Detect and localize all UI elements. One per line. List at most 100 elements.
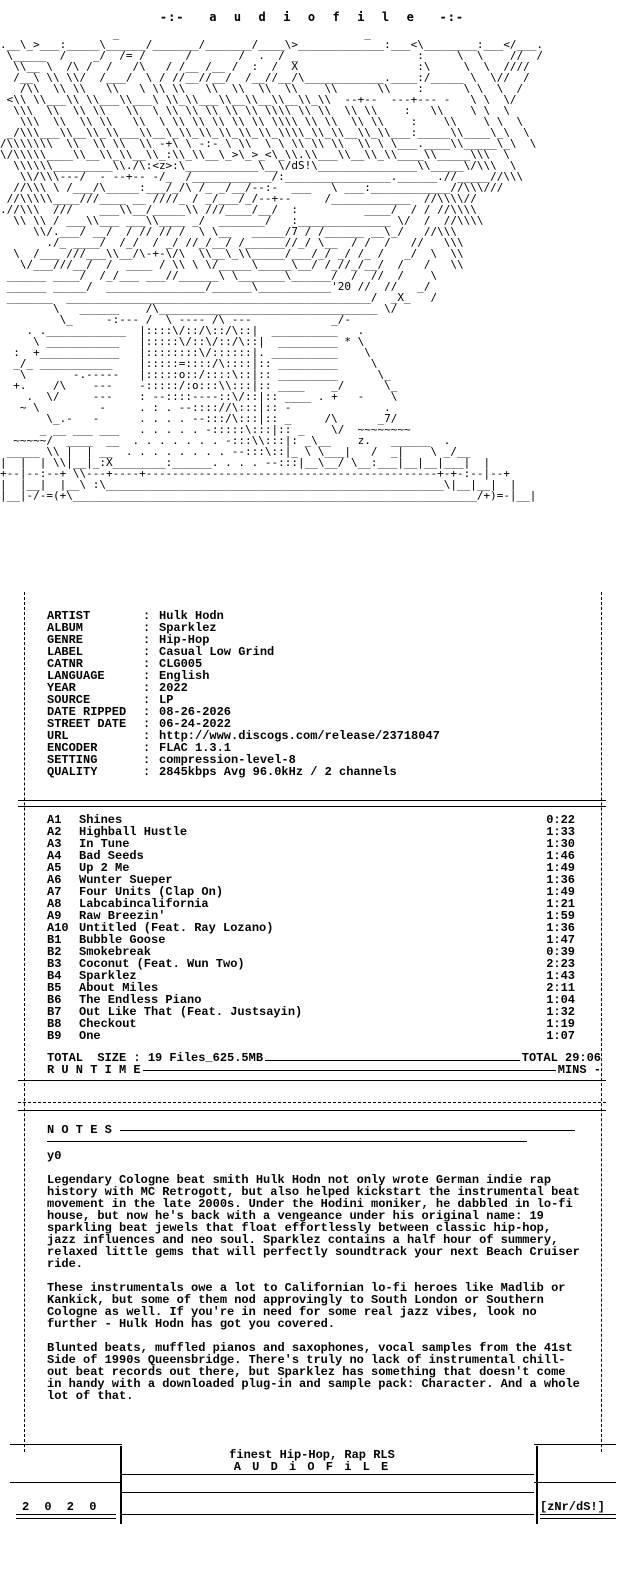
- footer-group-name: A U D i O F i L E: [233, 1460, 391, 1474]
- total-size-label: TOTAL SIZE : 19 Files_625.5MB: [47, 1051, 264, 1065]
- track-title: Raw Breezin': [79, 909, 166, 923]
- info-value: 2022: [159, 681, 188, 695]
- fill-rule: [142, 1070, 556, 1073]
- info-value: http://www.discogs.com/release/23718047: [159, 729, 440, 743]
- info-row: DATE RIPPED:08-26-2026: [47, 706, 440, 718]
- track-position: B5: [47, 981, 62, 995]
- track-duration: 1:30: [546, 837, 575, 851]
- info-value: Hip-Hop: [159, 633, 210, 647]
- info-value: 2845kbps Avg 96.0kHz / 2 channels: [159, 765, 397, 779]
- fill-rule: [265, 1052, 520, 1061]
- track-duration: 0:39: [546, 945, 575, 959]
- track-position: A3: [47, 837, 62, 851]
- info-value: 08-26-2026: [159, 705, 232, 719]
- footer-year: 2 0 2 0: [22, 1500, 101, 1514]
- ascii-logo-art: _ _ .__\_>___:_____\______/_______/_____…: [0, 28, 624, 588]
- info-row: SOURCE: LP: [47, 694, 440, 706]
- track-title: Smokebreak: [79, 945, 152, 959]
- info-row: STREET DATE:06-24-2022: [47, 718, 440, 730]
- track-position: A6: [47, 873, 62, 887]
- info-row: SETTING:compression-level-8: [47, 754, 440, 766]
- track-title: Labcabincalifornia: [79, 897, 209, 911]
- info-value: Hulk Hodn: [159, 609, 224, 623]
- notes-rule: [47, 1141, 527, 1142]
- info-value: LP: [159, 693, 174, 707]
- track-duration: 1:47: [546, 933, 575, 947]
- track-duration: 1:36: [546, 873, 575, 887]
- info-colon: :: [143, 669, 151, 683]
- info-row: LABEL: Casual Low Grind: [47, 646, 440, 658]
- track-position: B6: [47, 993, 62, 1007]
- track-position: A5: [47, 861, 62, 875]
- track-title: Out Like That (Feat. Justsayin): [79, 1005, 303, 1019]
- info-key: ALBUM: [47, 621, 84, 635]
- info-key: GENRE: [47, 633, 84, 647]
- track-duration: 1:04: [546, 993, 575, 1007]
- info-colon: :: [143, 705, 151, 719]
- info-row: GENRE:Hip-Hop: [47, 634, 440, 646]
- info-value: CLG005: [159, 657, 203, 671]
- info-key: SOURCE: [47, 693, 91, 707]
- info-colon: :: [143, 753, 151, 767]
- info-key: LABEL: [47, 645, 84, 659]
- info-colon: :: [143, 645, 151, 659]
- info-value: 06-24-2022: [159, 717, 232, 731]
- track-position: A2: [47, 825, 62, 839]
- track-duration: 1:21: [546, 897, 575, 911]
- info-value: compression-level-8: [159, 753, 296, 767]
- track-title: In Tune: [79, 837, 130, 851]
- ascii-art-block: _ _ .__\_>___:_____\______/_______/_____…: [0, 27, 544, 315]
- track-row: A9 Raw Breezin' 1:59: [47, 910, 575, 922]
- track-title: Untitled (Feat. Ray Lozano): [79, 921, 274, 935]
- track-duration: 0:22: [546, 813, 575, 827]
- track-duration: 2:11: [546, 981, 575, 995]
- info-key: YEAR: [47, 681, 76, 695]
- track-duration: 1:49: [546, 885, 575, 899]
- track-title: Four Units (Clap On): [79, 885, 224, 899]
- footer-rule: [122, 1514, 534, 1515]
- info-colon: :: [143, 693, 151, 707]
- info-row: LANGUAGE:English: [47, 670, 440, 682]
- info-colon: :: [143, 765, 151, 779]
- info-row: CATNR:CLG005: [47, 658, 440, 670]
- track-position: B7: [47, 1005, 62, 1019]
- info-value: Casual Low Grind: [159, 645, 275, 659]
- info-row: QUALITY:2845kbps Avg 96.0kHz / 2 channel…: [47, 766, 440, 778]
- info-key: ARTIST: [47, 609, 91, 623]
- info-row: YEAR:2022: [47, 682, 440, 694]
- info-key: DATE RIPPED: [47, 705, 127, 719]
- separator-line: [18, 1080, 606, 1081]
- track-title: Highball Hustle: [79, 825, 188, 839]
- track-title: Wunter Sueper: [79, 873, 173, 887]
- track-position: A10: [47, 921, 69, 935]
- notes-heading-rule: [119, 1130, 575, 1136]
- track-duration: 1:07: [546, 1029, 575, 1043]
- info-key: URL: [47, 729, 69, 743]
- footer-rule: [122, 1474, 534, 1475]
- track-position: A7: [47, 885, 62, 899]
- notes-heading-row: N O T E S: [47, 1124, 575, 1136]
- track-position: B1: [47, 933, 62, 947]
- track-row: A6 Wunter Sueper 1:36: [47, 874, 575, 886]
- info-colon: :: [143, 681, 151, 695]
- track-title: One: [79, 1029, 101, 1043]
- track-position: A9: [47, 909, 62, 923]
- track-duration: 1:19: [546, 1017, 575, 1031]
- track-duration: 1:59: [546, 909, 575, 923]
- track-row: A3 In Tune 1:30: [47, 838, 575, 850]
- info-colon: :: [143, 609, 151, 623]
- track-duration: 2:23: [546, 957, 575, 971]
- track-position: B3: [47, 957, 62, 971]
- track-duration: 1:49: [546, 861, 575, 875]
- info-key: LANGUAGE: [47, 669, 105, 683]
